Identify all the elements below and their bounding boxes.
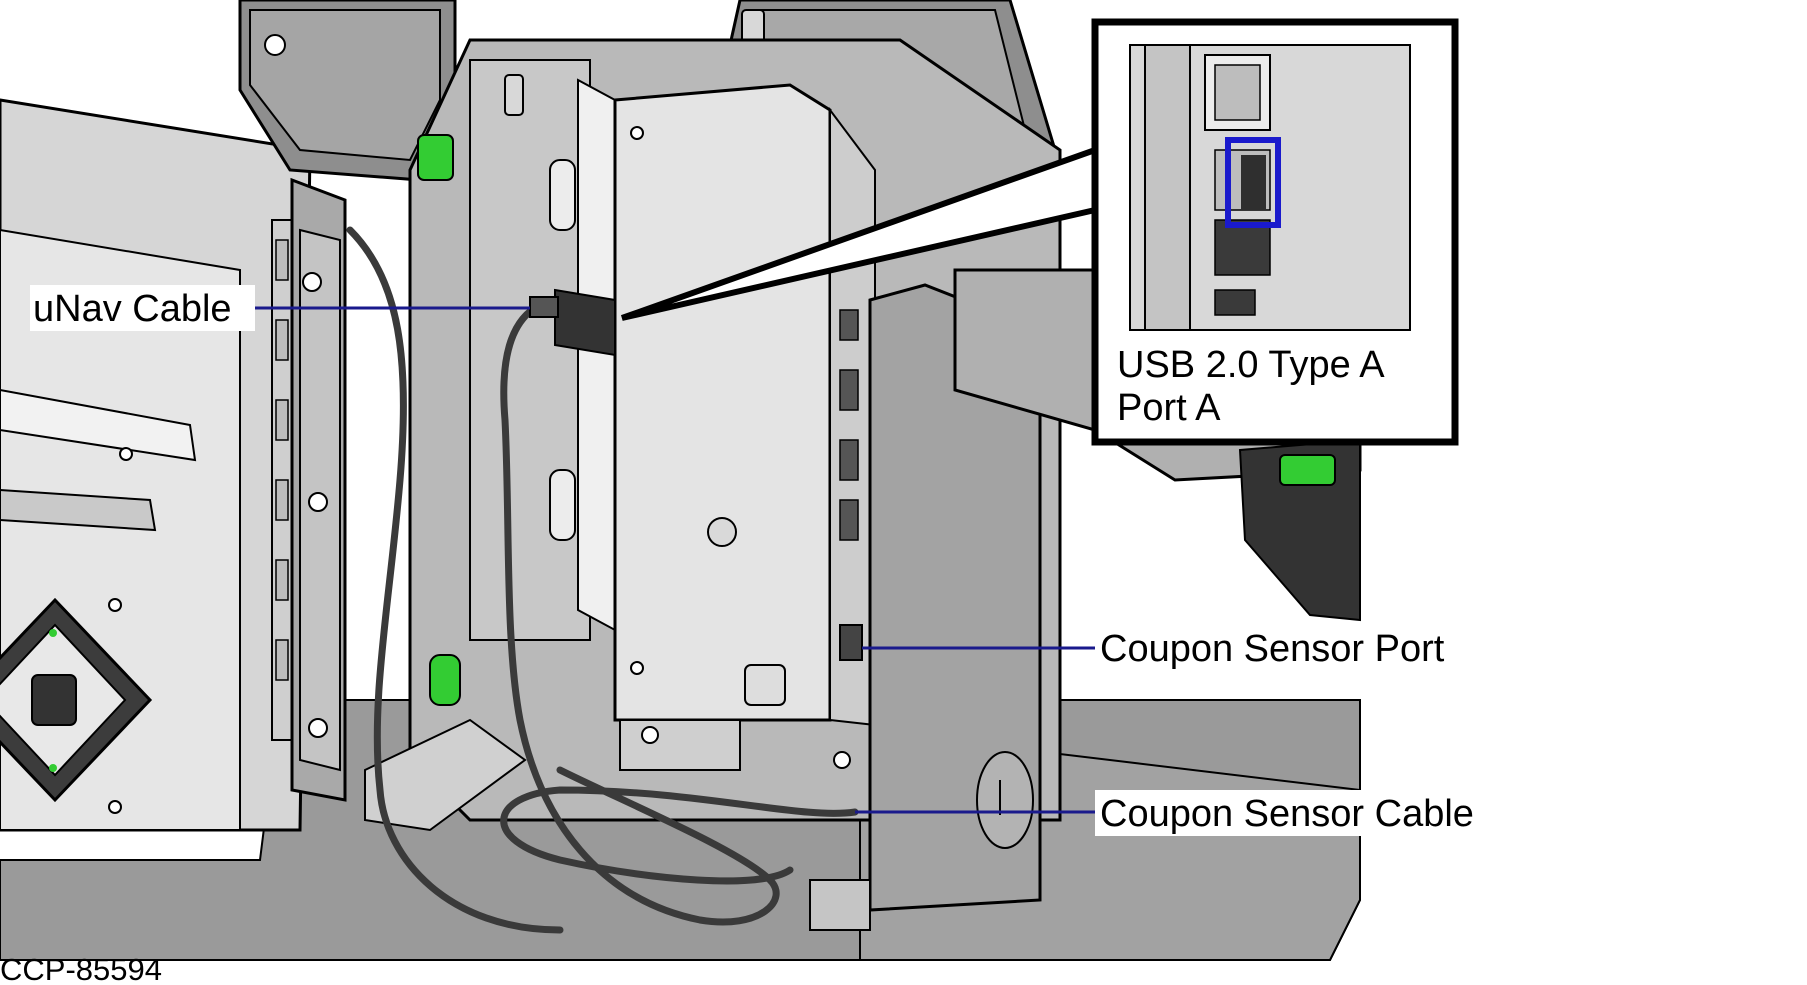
leader-lines	[252, 306, 1097, 814]
controller-module	[577, 78, 876, 727]
door-panel-right	[838, 283, 1042, 912]
kiosk-housing-left	[0, 98, 312, 832]
base-brackets	[364, 718, 871, 931]
figure-id: CCP-85594	[0, 952, 162, 985]
unav-cable-label: uNav Cable	[33, 288, 232, 330]
coupon-sensor-port-label: Coupon Sensor Port	[1100, 628, 1445, 670]
green-latch-lower	[429, 654, 461, 706]
inset-detail: USB 2.0 Type A Port A	[1091, 18, 1459, 446]
coupon-sensor-port	[839, 624, 863, 661]
callout-labels: uNav Cable Coupon Sensor Port Coupon Sen…	[30, 285, 1515, 836]
inset-label-line1: USB 2.0 Type A	[1117, 344, 1385, 386]
coupon-sensor-cable-path	[500, 786, 859, 885]
door-panel-left	[290, 177, 347, 802]
inset-label-line2: Port A	[1117, 387, 1221, 429]
green-latch-upper	[417, 134, 454, 181]
usb-port-a-highlight	[1225, 137, 1281, 228]
coupon-sensor-cable-label: Coupon Sensor Cable	[1100, 793, 1474, 835]
unav-cable-path	[500, 301, 780, 926]
unav-connector	[529, 288, 616, 357]
cables	[346, 226, 859, 934]
hinge	[271, 219, 293, 741]
